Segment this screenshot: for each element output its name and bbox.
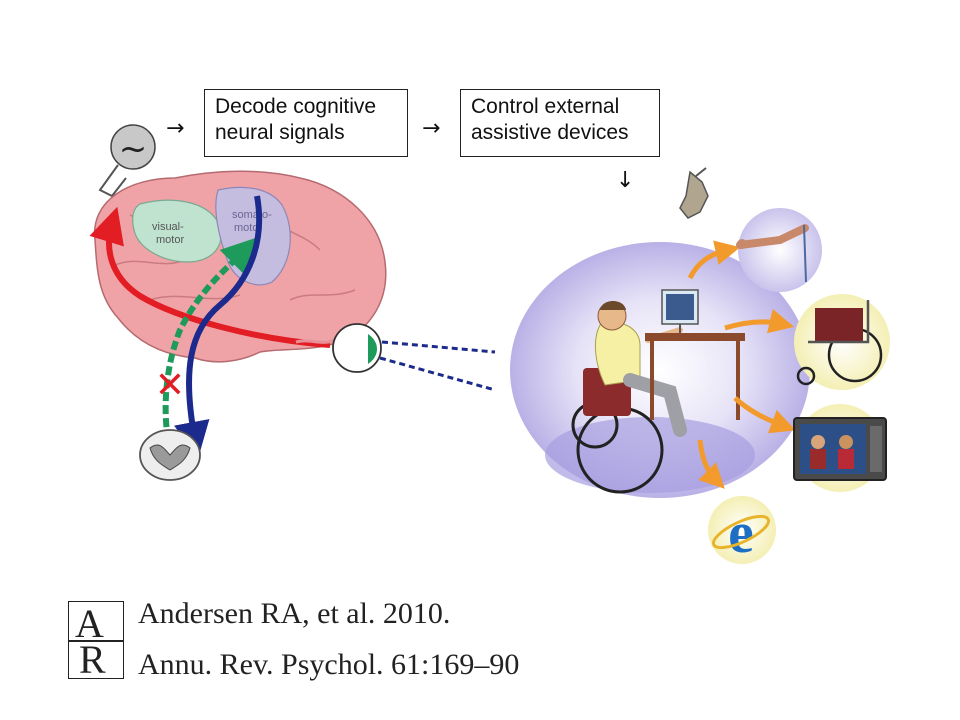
control-devices-box: Control external assistive devices — [460, 89, 660, 157]
citation-line-1: Andersen RA, et al. 2010. — [138, 597, 451, 630]
robotic-hand-icon — [679, 167, 709, 219]
arrow-to-tv — [733, 396, 796, 434]
svg-text:e: e — [728, 500, 754, 565]
somatomotor-label-1: somato- — [232, 209, 272, 221]
spinal-cord-icon — [139, 429, 201, 481]
red-visual-pathway — [89, 206, 331, 348]
control-box-line-2: assistive devices — [471, 121, 629, 144]
eye-icon — [332, 323, 382, 373]
decode-signals-box: Decode cognitive neural signals — [204, 89, 408, 157]
logo-letter-a: A — [75, 601, 104, 646]
wheelchair-icon — [796, 300, 883, 386]
wheelchair-user-icon — [571, 289, 745, 494]
visual-motor-region — [132, 199, 222, 263]
citation-line-2: Annu. Rev. Psychol. 61:169–90 — [138, 648, 520, 681]
prosthetic-arm-icon — [736, 224, 809, 283]
arrow-to-devices: ↓ — [616, 168, 635, 193]
internet-browser-icon: e — [711, 500, 771, 565]
decode-box-line-1: Decode cognitive — [215, 95, 377, 118]
annual-reviews-logo: A R — [68, 601, 124, 682]
arrow-to-arm — [687, 240, 741, 280]
gaze-line-top — [381, 340, 496, 354]
blocked-pathway-mark: ✕ — [155, 365, 185, 406]
blue-motor-pathway — [174, 195, 263, 458]
signal-source-icon: ~ — [98, 124, 156, 207]
television-icon — [793, 417, 887, 481]
somatomotor-label-2: motor — [234, 222, 262, 234]
arrow-to-internet — [697, 439, 725, 489]
visual-motor-label-2: motor — [156, 234, 184, 246]
logo-letter-r: R — [79, 637, 106, 682]
arrow-to-decode: → — [166, 116, 185, 141]
visual-motor-label-1: visual- — [152, 221, 184, 233]
arrow-to-wheelchair — [724, 308, 795, 334]
gaze-line-bottom — [379, 356, 496, 392]
control-box-line-1: Control external — [471, 95, 620, 118]
green-motor-pathway — [162, 237, 258, 441]
arrow-to-control: → — [422, 116, 441, 141]
svg-text:visual- motor: visual- motor — [152, 221, 187, 246]
decode-box-line-2: neural signals — [215, 121, 345, 144]
signal-symbol: ~ — [119, 129, 148, 169]
